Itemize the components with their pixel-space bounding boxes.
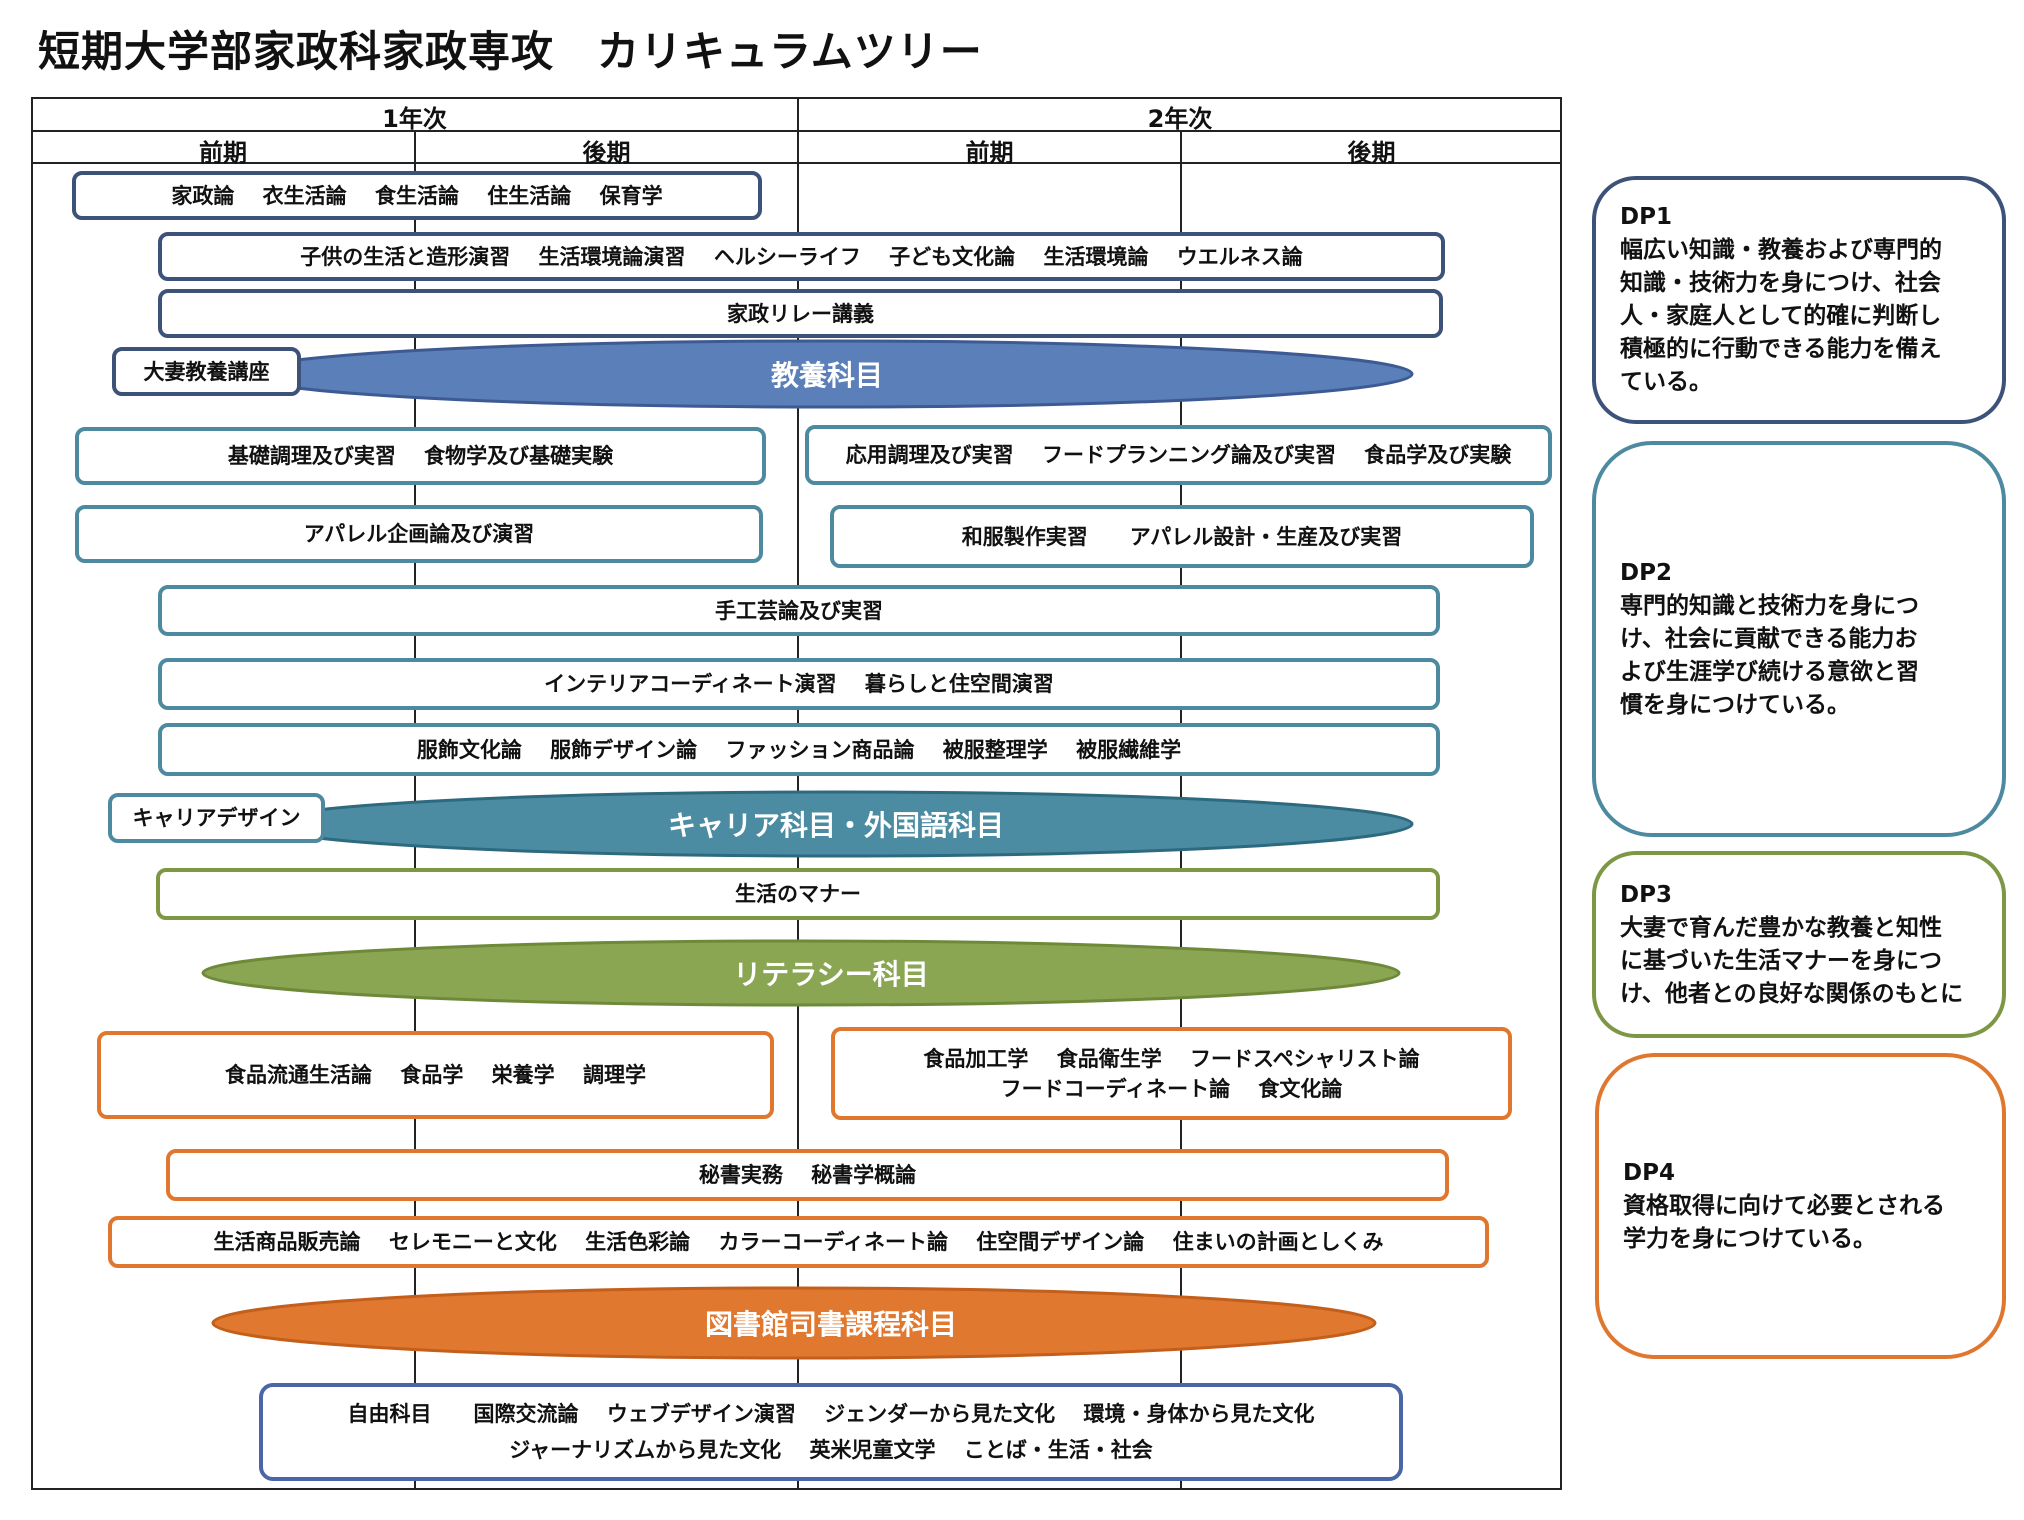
year1-second-header: 後期 <box>582 139 631 167</box>
course-text: 家政論 衣生活論 食生活論 住生活論 保育学 <box>171 183 663 208</box>
year2-header: 2年次 <box>1147 105 1213 133</box>
dp2-label: DP2 <box>1620 559 1672 586</box>
course-box-life-environment: 子供の生活と造形演習 生活環境論演習 ヘルシーライフ 子ども文化論 生活環境論 … <box>158 232 1445 281</box>
course-box-basic-cooking: 基礎調理及び実習 食物学及び基礎実験 <box>75 427 766 485</box>
course-box-home-economics-basics: 家政論 衣生活論 食生活論 住生活論 保育学 <box>72 171 762 220</box>
year1-first-header: 前期 <box>199 139 247 167</box>
curriculum-grid <box>31 97 1562 1490</box>
dp1-panel: DP1 幅広い知識・教養および専門的 知識・技術力を身につけ、社会 人・家庭人と… <box>1592 176 2006 424</box>
dp1-text: 幅広い知識・教養および専門的 知識・技術力を身につけ、社会 人・家庭人として的確… <box>1620 237 1942 395</box>
librarian-shape <box>211 1286 1377 1360</box>
course-box-interior: インテリアコーディネート演習 暮らしと住空間演習 <box>158 658 1440 710</box>
dp3-label: DP3 <box>1620 881 1672 908</box>
year2-second-header: 後期 <box>1347 139 1396 167</box>
course-text: 生活商品販売論 セレモニーと文化 生活色彩論 カラーコーディネート論 住空間デザ… <box>213 1230 1384 1254</box>
course-box-free-electives: 自由科目 国際交流論 ウェブデザイン演習 ジェンダーから見た文化 環境・身体から… <box>259 1383 1403 1481</box>
librarian-label: 図書館司書課程科目 <box>705 1308 957 1341</box>
course-box-apparel-planning: アパレル企画論及び演習 <box>75 505 763 563</box>
page-title: 短期大学部家政科家政専攻 カリキュラムツリー <box>38 27 983 76</box>
course-box-food-distribution: 食品流通生活論 食品学 栄養学 調理学 <box>97 1031 774 1119</box>
course-box-clothing: 服飾文化論 服飾デザイン論 ファッション商品論 被服整理学 被服繊維学 <box>158 723 1440 776</box>
header-line-2 <box>31 162 1562 164</box>
course-text: 生活のマナー <box>735 882 861 906</box>
course-text: インテリアコーディネート演習 暮らしと住空間演習 <box>544 672 1054 696</box>
course-text: フードコーディネート論 食文化論 <box>1000 1076 1343 1101</box>
header-line-1 <box>31 130 1562 132</box>
course-box-relay-lecture: 家政リレー講義 <box>158 289 1443 338</box>
course-text: 和服製作実習 アパレル設計・生産及び実習 <box>961 524 1403 549</box>
dp4-label: DP4 <box>1623 1159 1675 1186</box>
course-text: 基礎調理及び実習 食物学及び基礎実験 <box>227 444 614 468</box>
course-box-applied-cooking: 応用調理及び実習 フードプランニング論及び実習 食品学及び実験 <box>805 425 1552 485</box>
dp2-text: 専門的知識と技術力を身につ け、社会に貢献できる能力お よび生涯学び続ける意欲と… <box>1620 592 1919 718</box>
course-text: 食品加工学 食品衛生学 フードスペシャリスト論 <box>923 1046 1420 1071</box>
dp1-label: DP1 <box>1620 204 1672 230</box>
course-box-life-products: 生活商品販売論 セレモニーと文化 生活色彩論 カラーコーディネート論 住空間デザ… <box>108 1216 1489 1268</box>
course-box-kimono-apparel: 和服製作実習 アパレル設計・生産及び実習 <box>830 505 1534 568</box>
course-box-secretary: 秘書実務 秘書学概論 <box>166 1149 1449 1201</box>
course-text: アパレル企画論及び演習 <box>303 522 535 546</box>
dp4-panel: DP4 資格取得に向けて必要とされる 学力を身につけている。 <box>1595 1053 2006 1359</box>
course-text: キャリアデザイン <box>132 806 301 830</box>
course-text: 秘書実務 秘書学概論 <box>698 1163 917 1187</box>
course-text: 食品流通生活論 食品学 栄養学 調理学 <box>225 1063 646 1087</box>
dp4-text: 資格取得に向けて必要とされる 学力を身につけている。 <box>1623 1192 1945 1252</box>
general-education-ellipse: 教養科目 <box>240 339 1414 409</box>
course-text: 家政リレー講義 <box>727 301 874 326</box>
librarian-ellipse: 図書館司書課程科目 <box>211 1286 1377 1360</box>
course-box-handicraft: 手工芸論及び実習 <box>158 585 1440 636</box>
course-text: 服飾文化論 服飾デザイン論 ファッション商品論 被服整理学 被服繊維学 <box>416 737 1182 762</box>
dp3-text: 大妻で育んだ豊かな教養と知性 に基づいた生活マナーを身につ け、他者との良好な関… <box>1620 914 1964 1007</box>
course-text: 自由科目 国際交流論 ウェブデザイン演習 ジェンダーから見た文化 環境・身体から… <box>347 1402 1315 1426</box>
general-education-label: 教養科目 <box>771 359 883 392</box>
literacy-shape <box>201 939 1401 1007</box>
course-box-career-design: キャリアデザイン <box>108 793 325 843</box>
dp2-panel: DP2 専門的知識と技術力を身につ け、社会に貢献できる能力お よび生涯学び続け… <box>1592 441 2006 837</box>
dp3-panel: DP3 大妻で育んだ豊かな教養と知性 に基づいた生活マナーを身につ け、他者との… <box>1592 851 2006 1038</box>
course-text: 大妻教養講座 <box>143 359 270 384</box>
course-text: ジャーナリズムから見た文化 英米児童文学 ことば・生活・社会 <box>509 1438 1153 1462</box>
course-text: 応用調理及び実習 フードプランニング論及び実習 食品学及び実験 <box>845 443 1512 467</box>
course-box-food-processing: 食品加工学 食品衛生学 フードスペシャリスト論フードコーディネート論 食文化論 <box>831 1027 1512 1120</box>
career-label: キャリア科目・外国語科目 <box>668 809 1004 842</box>
career-ellipse: キャリア科目・外国語科目 <box>258 790 1414 858</box>
course-box-otsuma-liberal-arts: 大妻教養講座 <box>112 347 301 396</box>
literacy-ellipse: リテラシー科目 <box>201 939 1401 1007</box>
course-box-life-manners: 生活のマナー <box>156 868 1440 920</box>
course-text: 手工芸論及び実習 <box>715 598 883 623</box>
year1-header: 1年次 <box>382 105 447 133</box>
course-text: 子供の生活と造形演習 生活環境論演習 ヘルシーライフ 子ども文化論 生活環境論 … <box>300 244 1303 269</box>
year2-first-header: 前期 <box>965 139 1014 167</box>
literacy-label: リテラシー科目 <box>733 958 928 991</box>
